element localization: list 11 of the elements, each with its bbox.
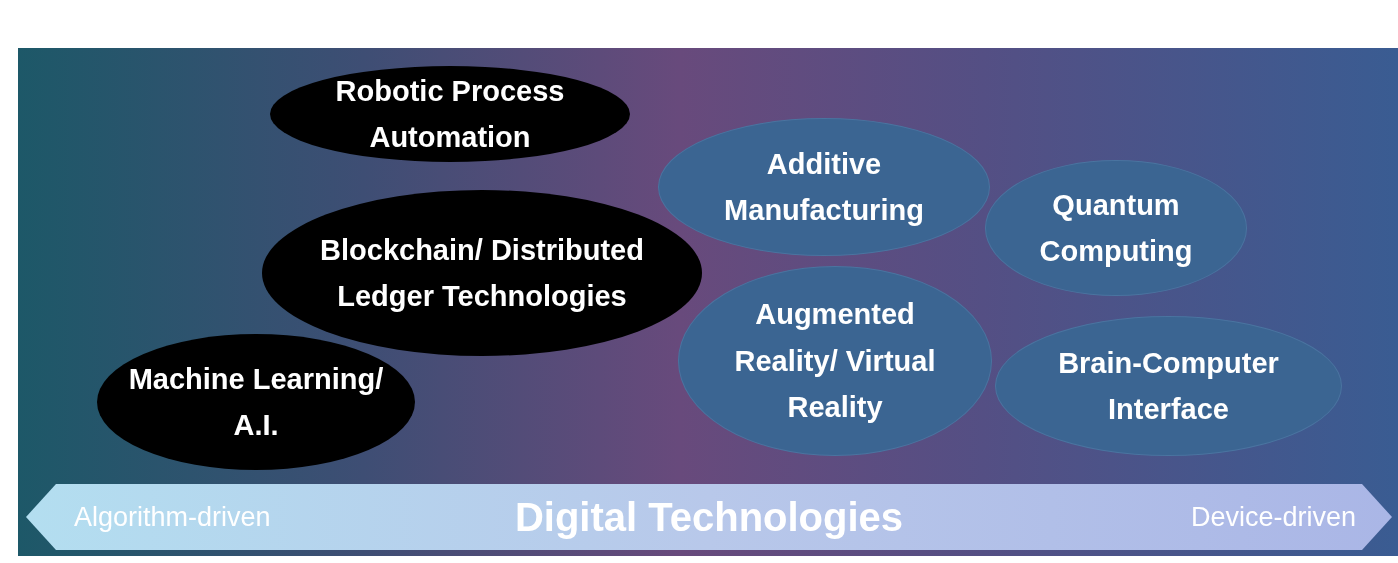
technology-label: Augmented Reality/ Virtual Reality xyxy=(733,297,937,426)
band-title: Digital Technologies xyxy=(514,494,904,540)
technology-label: Blockchain/ Distributed Ledger Technologies xyxy=(319,232,645,314)
technology-label: Additive Manufacturing xyxy=(723,146,925,228)
axis-end-label: Algorithm-driven xyxy=(74,501,271,533)
technology-label: Brain-Computer Interface xyxy=(1057,345,1280,427)
technology-label: Quantum Computing xyxy=(1038,187,1194,269)
axis-end-label: Device-driven xyxy=(1190,501,1356,533)
technology-label: Robotic Process Automation xyxy=(334,73,566,155)
technology-label: Machine Learning/ A.I. xyxy=(127,361,385,443)
double-arrow-band xyxy=(26,484,1392,550)
